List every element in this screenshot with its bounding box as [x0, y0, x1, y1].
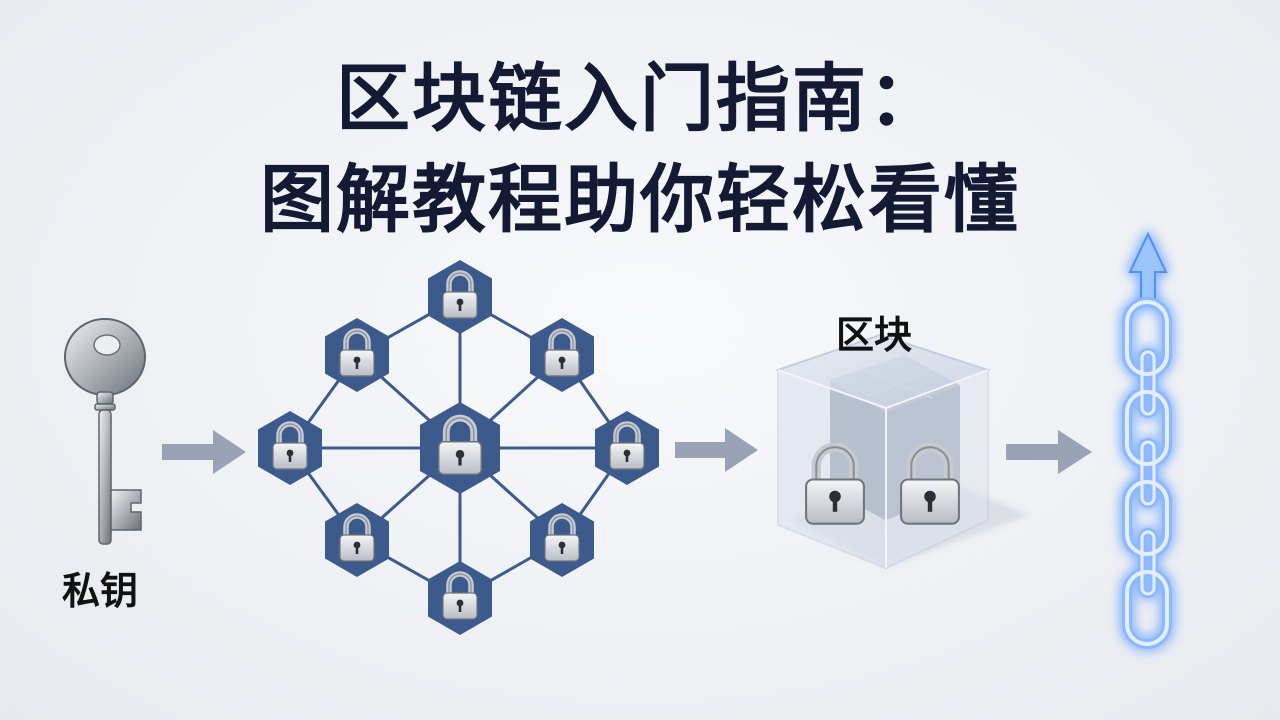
network-node-top-right — [530, 318, 594, 392]
block-label: 区块 — [836, 313, 913, 357]
arrow-right-icon — [675, 428, 758, 472]
network-node-bottom — [428, 561, 492, 635]
network-node-top-left — [325, 318, 389, 392]
arrow-right-icon — [1006, 430, 1092, 474]
private-key-label: 私钥 — [62, 569, 139, 613]
chain-icon — [1122, 231, 1172, 649]
cube-icon — [774, 333, 1030, 570]
network-node-bottom-left — [325, 503, 389, 577]
network-node-right — [595, 411, 659, 485]
chain-core — [1125, 300, 1169, 646]
lock-network — [258, 260, 659, 635]
arrow-right-icon — [162, 430, 246, 474]
network-node-center — [420, 402, 500, 494]
title-line-2: 图解教程助你轻松看懂 — [260, 157, 1020, 243]
key-icon — [64, 318, 146, 545]
network-node-left — [258, 411, 322, 485]
network-node-top — [428, 260, 492, 334]
title-line-1: 区块链入门指南： — [336, 56, 944, 142]
network-node-bottom-right — [530, 503, 594, 577]
